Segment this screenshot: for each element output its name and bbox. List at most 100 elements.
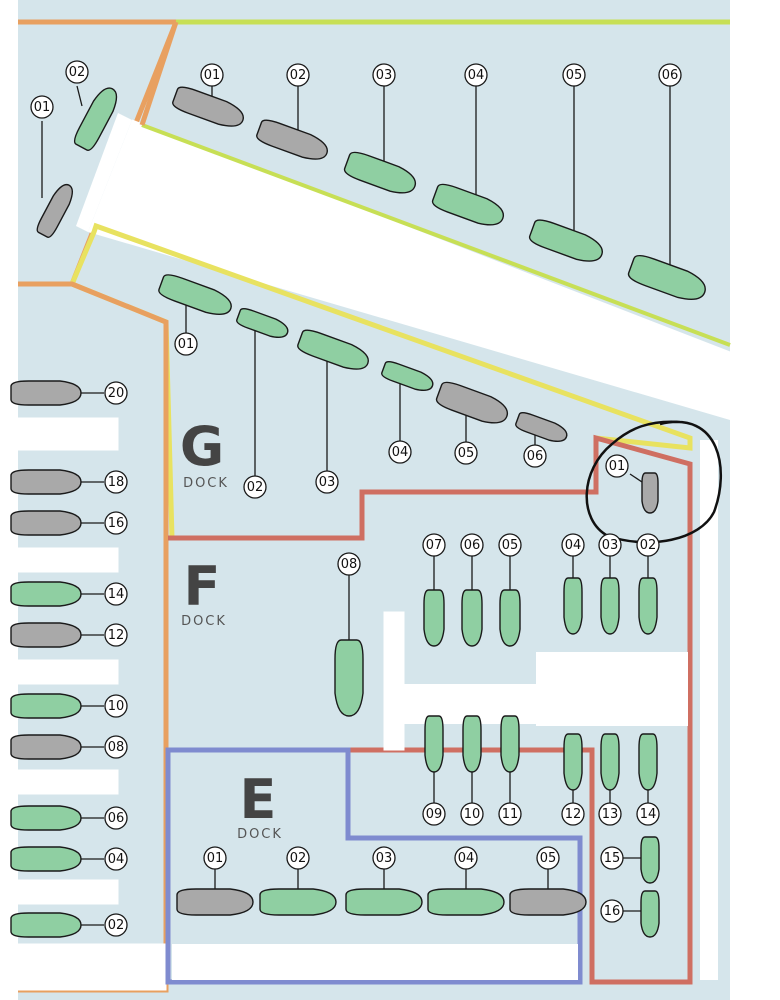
upper-pier-slip-03-number: 03 bbox=[376, 68, 393, 83]
e-dock-word: DOCK bbox=[237, 827, 283, 842]
e-dock-slip-02-boat[interactable] bbox=[259, 888, 337, 916]
e-dock-slip-05-badge bbox=[536, 846, 560, 870]
f-dock-slip-02-number: 02 bbox=[640, 538, 657, 553]
f-dock-slip-06-number: 06 bbox=[464, 538, 481, 553]
f-dock-slip-10-badge bbox=[460, 802, 484, 826]
upper-pier-slip-04-boat[interactable] bbox=[431, 181, 508, 230]
g-dock-slip-06-number: 06 bbox=[527, 449, 544, 464]
f-dock-area-border bbox=[168, 434, 693, 985]
f-dock-slip-14-number: 14 bbox=[640, 807, 657, 822]
left-slip-20-boat[interactable] bbox=[10, 380, 82, 406]
g-dock-slip-03-number: 03 bbox=[319, 475, 336, 490]
upper-breakwater bbox=[88, 120, 730, 420]
e-dock-area-border bbox=[165, 747, 583, 985]
g-corner-slip-01-boat[interactable] bbox=[641, 472, 659, 514]
f-dock-letter: F bbox=[184, 555, 221, 618]
left-slip-02-boat[interactable] bbox=[10, 912, 82, 938]
f-dock-slip-14-boat[interactable] bbox=[638, 733, 658, 791]
f-dock-slip-07-boat[interactable] bbox=[423, 589, 445, 647]
top-left-slip-02-boat[interactable] bbox=[72, 84, 122, 153]
f-dock-slip-12-number: 12 bbox=[565, 807, 582, 822]
left-slip-10-boat[interactable] bbox=[10, 693, 82, 719]
upper-pier-slip-05-number: 05 bbox=[566, 68, 583, 83]
f-dock-slip-07-badge bbox=[422, 533, 446, 557]
f-dock-slip-16-boat[interactable] bbox=[640, 890, 660, 938]
f-dock-slip-10-boat[interactable] bbox=[462, 715, 482, 773]
left-slip-04-boat[interactable] bbox=[10, 846, 82, 872]
g-dock-slip-06-boat[interactable] bbox=[514, 411, 569, 446]
f-dock-slip-04-badge bbox=[561, 533, 585, 557]
top-left-slip-02-number: 02 bbox=[69, 65, 86, 80]
left-slip-14-number: 14 bbox=[108, 587, 125, 602]
e-dock-slip-03-boat[interactable] bbox=[345, 888, 423, 916]
g-dock-slip-01-boat[interactable] bbox=[157, 272, 235, 320]
g-dock-slip-02-boat[interactable] bbox=[235, 307, 290, 342]
left-slip-08-boat[interactable] bbox=[10, 734, 82, 760]
left-slip-14-boat[interactable] bbox=[10, 581, 82, 607]
g-dock-slip-03-boat[interactable] bbox=[296, 327, 372, 374]
left-slip-18-boat[interactable] bbox=[10, 469, 82, 495]
f-dock-word: DOCK bbox=[181, 614, 227, 629]
left-slip-16-boat[interactable] bbox=[10, 510, 82, 536]
f-dock-slip-13-badge bbox=[598, 802, 622, 826]
top-left-slip-01-boat[interactable] bbox=[35, 181, 77, 239]
f-dock-slip-13-number: 13 bbox=[602, 807, 619, 822]
f-dock-slip-08-boat[interactable] bbox=[334, 639, 364, 717]
upper-pier-slip-02-boat[interactable] bbox=[255, 117, 331, 164]
upper-pier-slip-02-number: 02 bbox=[290, 68, 307, 83]
f-dock-slip-08-badge bbox=[337, 552, 361, 576]
upper-pier-slip-05-badge bbox=[562, 63, 586, 87]
left-slip-20-badge bbox=[104, 381, 128, 405]
f-dock-slip-02-boat[interactable] bbox=[638, 577, 658, 635]
g-dock-slip-05-number: 05 bbox=[458, 446, 475, 461]
left-slip-14-badge bbox=[104, 582, 128, 606]
f-dock-slip-05-boat[interactable] bbox=[499, 589, 521, 647]
g-dock-slip-03-badge bbox=[315, 470, 339, 494]
g-dock-letter: G bbox=[180, 415, 224, 478]
f-dock-slip-16-number: 16 bbox=[604, 904, 621, 919]
g-corner-slip-01-number: 01 bbox=[609, 459, 626, 474]
f-dock-slip-12-boat[interactable] bbox=[563, 733, 583, 791]
top-left-slip-01-number: 01 bbox=[34, 100, 51, 115]
upper-pier-slip-06-number: 06 bbox=[662, 68, 679, 83]
f-dock-slip-15-boat[interactable] bbox=[640, 836, 660, 884]
f-dock-slip-15-number: 15 bbox=[604, 851, 621, 866]
upper-pier-slip-04-badge bbox=[464, 63, 488, 87]
upper-pier-slip-03-boat[interactable] bbox=[343, 149, 420, 198]
f-dock-slip-10-number: 10 bbox=[464, 807, 481, 822]
left-slip-06-boat[interactable] bbox=[10, 805, 82, 831]
e-dock-slip-03-number: 03 bbox=[376, 851, 393, 866]
f-dock-slip-04-boat[interactable] bbox=[563, 577, 583, 635]
g-corner-slip-01-badge bbox=[605, 454, 629, 478]
upper-pier-slip-05-boat[interactable] bbox=[528, 217, 606, 267]
e-dock-slip-01-boat[interactable] bbox=[176, 888, 254, 916]
f-dock-slip-16-badge bbox=[600, 899, 624, 923]
f-dock-slip-04-number: 04 bbox=[565, 538, 582, 553]
g-dock-slip-05-boat[interactable] bbox=[435, 379, 512, 428]
upper-pier-slip-01-boat[interactable] bbox=[171, 84, 247, 131]
f-dock-slip-11-number: 11 bbox=[502, 807, 519, 822]
left-slip-06-number: 06 bbox=[108, 811, 125, 826]
e-dock-slip-02-badge bbox=[286, 846, 310, 870]
upper-pier-area-border-lower bbox=[141, 123, 731, 347]
f-dock-slip-06-boat[interactable] bbox=[461, 589, 483, 647]
f-dock-slip-05-number: 05 bbox=[502, 538, 519, 553]
e-dock-walkway bbox=[172, 944, 578, 980]
upper-pier-slip-06-boat[interactable] bbox=[627, 253, 710, 306]
e-dock-slip-01-badge bbox=[203, 846, 227, 870]
g-dock-slip-04-boat[interactable] bbox=[380, 360, 435, 395]
e-dock-slip-03-badge bbox=[372, 846, 396, 870]
f-dock-slip-11-boat[interactable] bbox=[500, 715, 520, 773]
left-piers bbox=[17, 417, 167, 991]
f-dock-slip-03-boat[interactable] bbox=[600, 577, 620, 635]
left-slip-12-boat[interactable] bbox=[10, 622, 82, 648]
e-dock-slip-05-number: 05 bbox=[540, 851, 557, 866]
f-dock-slip-07-number: 07 bbox=[426, 538, 443, 553]
e-dock-slip-04-boat[interactable] bbox=[427, 888, 505, 916]
f-dock-slip-09-number: 09 bbox=[426, 807, 443, 822]
e-dock-slip-05-boat[interactable] bbox=[509, 888, 587, 916]
f-dock-slip-09-boat[interactable] bbox=[424, 715, 444, 773]
f-dock-slip-13-boat[interactable] bbox=[600, 733, 620, 791]
left-slip-16-number: 16 bbox=[108, 516, 125, 531]
